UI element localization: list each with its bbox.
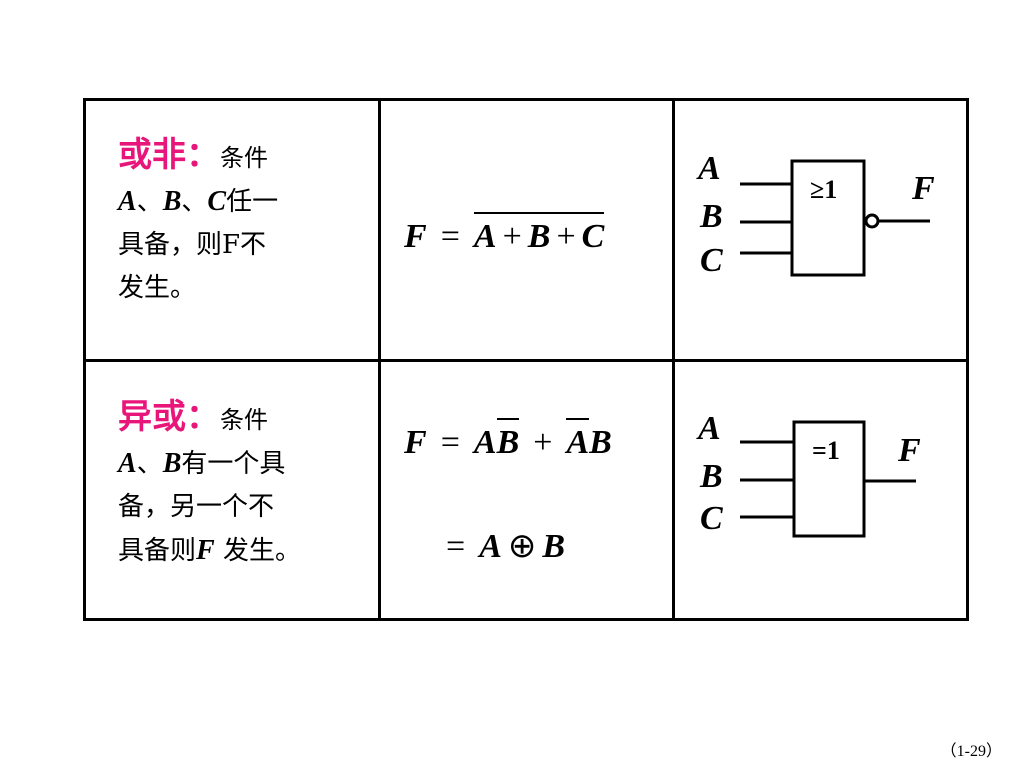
nor-var-b: B [162,186,182,217]
xor-gate-in-c: C [700,500,723,537]
nor-cond-4: 发生。 [118,273,197,303]
xor-formula-line-2: = A⊕B [446,526,565,566]
logic-table [83,98,969,621]
page-number: （1-29） [940,743,1002,760]
nor-formula-lhs: F [404,218,427,255]
xor-var-a: A [118,448,137,479]
xor-formula-t1a: A [473,424,497,461]
nor-gate-symbol: ≥1 [810,175,838,204]
xor-formula-eq-2: = [446,528,466,565]
xor-formula-plus: + [533,424,553,461]
xor-gate-out: F [898,432,921,469]
nor-formula-b: B [527,218,551,255]
nor-gate-out: F [912,170,935,207]
nor-formula-eq: = [440,218,460,255]
nor-cond-3: 具备，则F不 [118,230,267,260]
nor-cond-2: 任一 [226,187,279,217]
xor-title: 异或： [118,397,220,437]
nor-sep-2: 、 [181,187,208,217]
nor-gate-drawing [740,159,930,277]
xor-formula-t1b-negated: B [496,418,520,461]
nor-gate-in-c: C [700,242,723,279]
nor-gate-in-b: B [700,198,723,235]
nor-formula-c: C [581,218,605,255]
nor-formula-plus-1: + [502,218,522,255]
xor-gate-symbol: =1 [812,436,840,465]
nor-title: 或非： [118,135,220,175]
nor-cond-1: 条件 [220,144,268,172]
xor-formula-xor-operator: ⊕ [507,528,537,565]
nor-var-a: A [118,186,137,217]
xor-formula-ra: A [479,528,502,565]
xor-sep-1: 、 [136,449,163,479]
nor-description: 或非：条件 A、B、C任一 具备，则F不 发生。 [118,134,348,310]
xor-cond-4-post: 发生。 [214,536,301,566]
nor-sep-1: 、 [136,187,163,217]
nor-formula-negated-sum: A+B+C [473,212,605,255]
xor-formula-line-1: F=AB+AB [404,418,612,462]
xor-formula-rb: B [542,528,566,565]
nor-formula: F=A+B+C [404,212,605,256]
xor-cond-2: 有一个具 [181,449,286,479]
nor-formula-plus-2: + [556,218,576,255]
nor-var-c: C [207,186,227,217]
xor-gate-in-a: A [698,410,721,447]
xor-cond-3: 备，另一个不 [118,492,275,522]
xor-var-b: B [162,448,182,479]
xor-description: 异或：条件 A、B有一个具 备，另一个不 具备则F 发生。 [118,396,358,573]
nor-formula-a: A [473,218,497,255]
xor-gate-in-b: B [700,458,723,495]
nor-inversion-bubble [864,213,880,229]
xor-gate-drawing [740,420,916,538]
xor-formula-t2a-negated: A [566,418,590,461]
xor-cond-1: 条件 [220,406,268,434]
nor-gate-box [790,159,866,277]
xor-formula-lhs: F [404,424,427,461]
xor-var-f: F [196,535,215,566]
xor-cond-4-pre: 具备则 [118,536,197,566]
xor-formula-t2b: B [589,424,612,461]
nor-gate-in-a: A [698,150,721,187]
row-divider [86,359,966,362]
xor-formula-eq: = [440,424,460,461]
